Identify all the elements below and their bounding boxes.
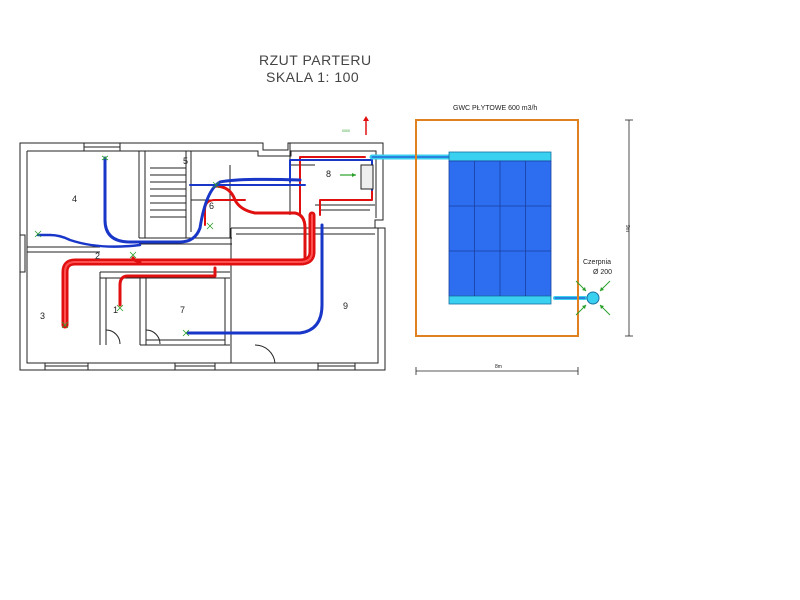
svg-text:0000: 0000 — [342, 129, 350, 133]
room-7: 7 — [180, 305, 185, 315]
plan-title: RZUT PARTERU — [259, 52, 372, 68]
intake-size: Ø 200 — [593, 269, 612, 276]
room-1: 1 — [113, 305, 118, 315]
room-8: 8 — [326, 169, 331, 179]
gwc-panel — [448, 151, 552, 305]
svg-text:9m: 9m — [624, 225, 630, 232]
plan-scale: SKALA 1: 100 — [266, 69, 360, 85]
room-numbers: 1 2 3 4 5 6 7 8 9 — [40, 156, 348, 321]
room-3: 3 — [40, 311, 45, 321]
diffusers — [34, 155, 220, 337]
room-5: 5 — [183, 156, 188, 166]
intake-label: Czerpnia — [583, 259, 611, 266]
gwc-boundary — [415, 119, 579, 337]
intake — [575, 280, 611, 316]
recuperator-unit — [360, 164, 374, 190]
room-9: 9 — [343, 301, 348, 311]
room-4: 4 — [72, 194, 77, 204]
dimension-width — [415, 367, 579, 375]
room-2: 2 — [95, 251, 100, 261]
supply-ducts — [61, 156, 373, 329]
gwc-label: GWC PŁYTOWE 600 m3/h — [453, 105, 537, 112]
dimension-height — [625, 119, 633, 337]
svg-text:8m: 8m — [495, 364, 502, 370]
room-6: 6 — [209, 201, 214, 211]
